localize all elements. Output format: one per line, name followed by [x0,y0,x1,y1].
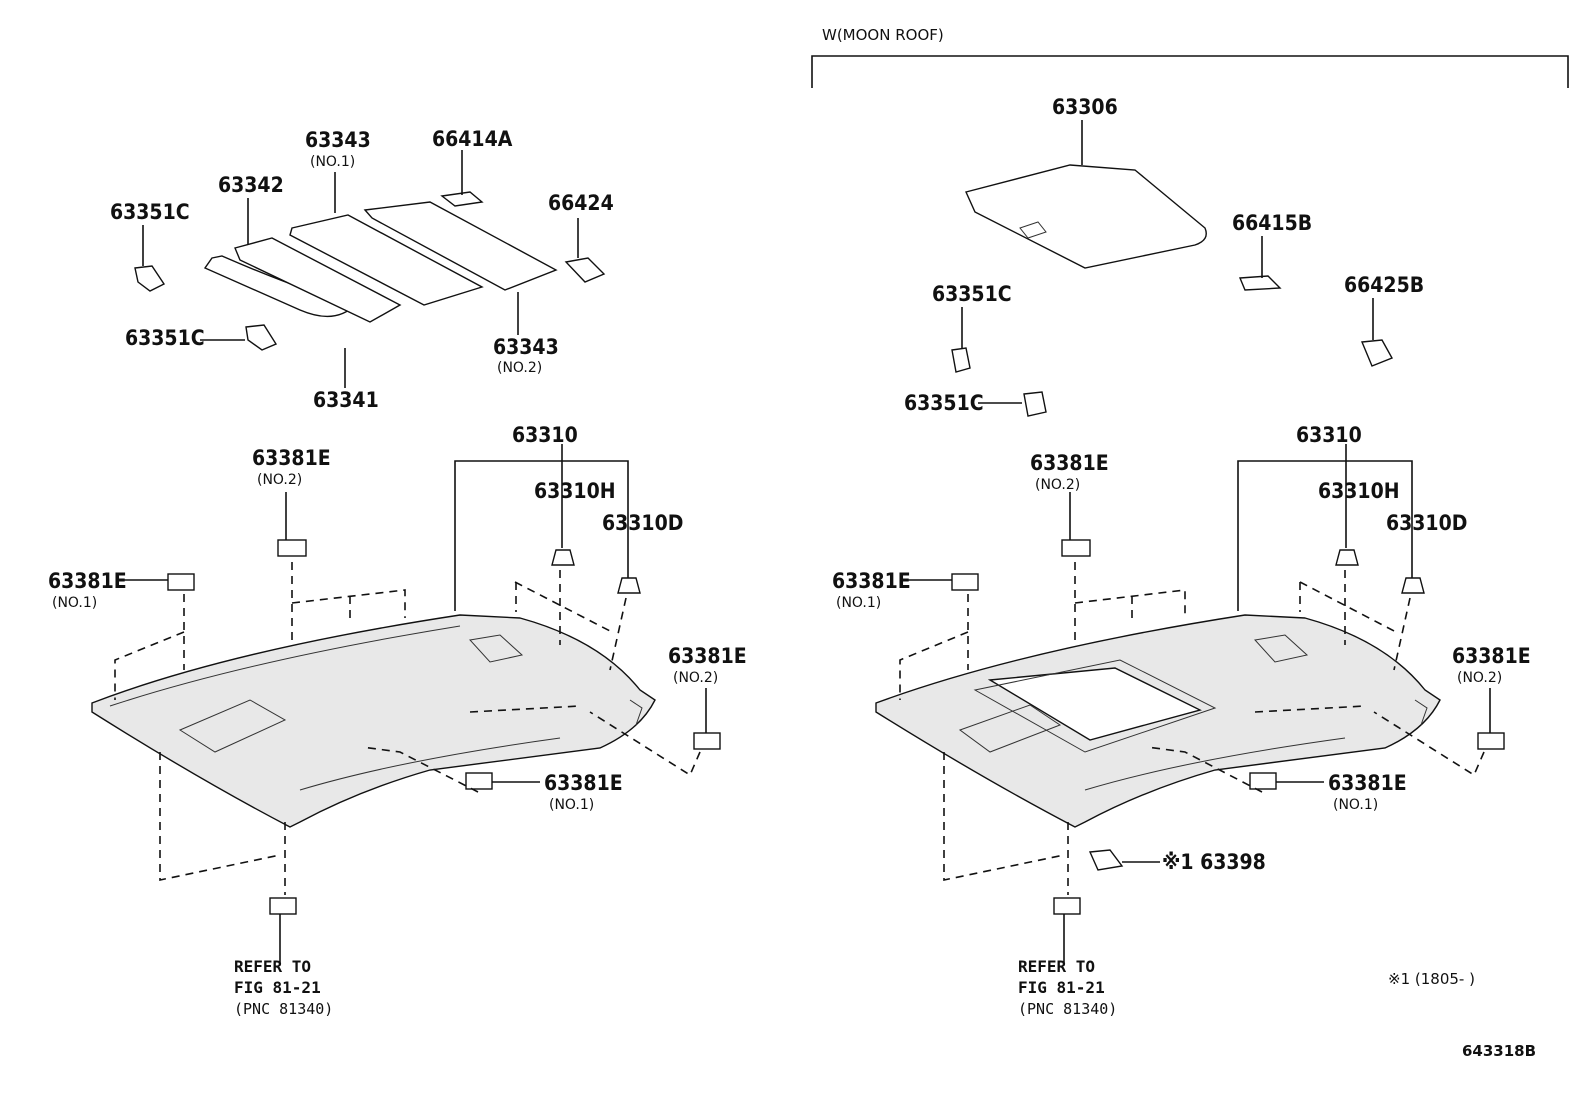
moon-roof-bracket [811,55,1569,88]
label-63381e-no1-bottom-sub: (NO.1) [549,797,594,813]
label-63343-no1-sub: (NO.1) [310,154,355,170]
part-66424-shape [564,257,606,283]
part-63351c-mid-shape [245,324,278,351]
label-63310: 63310 [512,423,578,447]
label-66424: 66424 [548,191,614,215]
part-63351c-r-top-shape [951,347,971,373]
r-clip-63310d [1401,577,1425,594]
refer-right-line3: (PNC 81340) [1018,1000,1117,1018]
moon-roof-label: W(MOON ROOF) [822,26,944,44]
label-63381e-no2-right-sub: (NO.2) [673,670,718,686]
part-63343-no2-shape [363,201,558,291]
part-66425b-shape [1360,339,1393,367]
part-63343-no1-shape [289,214,484,306]
r-label-63398: ※1 63398 [1162,850,1266,874]
part-63342-shape [234,237,402,323]
part-66415b-shape [1238,275,1282,291]
right-headliner-group [875,444,1505,962]
r-label-63381e-no2-right-sub: (NO.2) [1457,670,1502,686]
left-insulator-group [134,150,606,388]
r-label-63310h: 63310H [1318,479,1400,503]
clip-63381e-no2-top [277,539,307,557]
r-part-63398 [1088,849,1124,871]
label-63342: 63342 [218,173,284,197]
refer-right-line1: REFER TO [1018,957,1095,976]
label-63381e-no2-top-sub: (NO.2) [257,472,302,488]
label-66415b: 66415B [1232,211,1312,235]
label-63351c-mid: 63351C [125,326,205,350]
refer-left-line2: FIG 81-21 [234,978,321,997]
r-clip-63310h [1335,549,1359,566]
part-63351c-top-shape [134,265,166,292]
label-63351c-top: 63351C [110,200,190,224]
footnote: ※1 (1805- ) [1388,970,1475,988]
r-label-63381e-no2-top: 63381E [1030,451,1109,475]
clip-63381e-no1-left [167,573,195,591]
refer-right-line2: FIG 81-21 [1018,978,1105,997]
part-63306-shape [965,164,1207,269]
label-63381e-no2-top: 63381E [252,446,331,470]
r-label-63381e-no1-bottom-sub: (NO.1) [1333,797,1378,813]
label-63310d: 63310D [602,511,683,535]
r-clip-63381e-no2-right [1477,732,1505,750]
sunroof-opening [987,667,1202,741]
left-headliner-group [91,444,721,962]
label-63343-no2: 63343 [493,335,559,359]
label-66414a: 66414A [432,127,513,151]
part-63351c-r-mid-shape [1023,391,1047,417]
label-63306: 63306 [1052,95,1118,119]
part-63341-shape [203,255,357,318]
r-clip-63381e-no1-bottom [1249,772,1277,790]
clip-63310h [551,549,575,566]
r-clip-63381e-no1-left [951,573,979,591]
right-insulator-group [951,120,1393,417]
label-63341: 63341 [313,388,379,412]
label-63381e-no1-left-sub: (NO.1) [52,595,97,611]
part-66414a-shape [440,191,484,207]
label-63381e-no1-bottom: 63381E [544,771,623,795]
r-label-63381e-no1-left-sub: (NO.1) [836,595,881,611]
r-label-63310: 63310 [1296,423,1362,447]
refer-left-line1: REFER TO [234,957,311,976]
label-63343-no2-sub: (NO.2) [497,360,542,376]
label-63381e-no1-left: 63381E [48,569,127,593]
r-clip-refer [1053,897,1081,915]
label-63343-no1: 63343 [305,128,371,152]
label-63310h: 63310H [534,479,616,503]
r-label-63310d: 63310D [1386,511,1467,535]
label-63351c-r-top: 63351C [932,282,1012,306]
left-headliner-shape [91,614,656,828]
r-label-63381e-no2-right: 63381E [1452,644,1531,668]
clip-refer-left [269,897,297,915]
clip-63381e-no1-bottom [465,772,493,790]
clip-63381e-no2-right [693,732,721,750]
clip-63310d [617,577,641,594]
r-label-63381e-no1-bottom: 63381E [1328,771,1407,795]
r-label-63381e-no1-left: 63381E [832,569,911,593]
label-63381e-no2-right: 63381E [668,644,747,668]
r-clip-63381e-no2-top [1061,539,1091,557]
label-66425b: 66425B [1344,273,1424,297]
label-63351c-r-mid: 63351C [904,391,984,415]
diagram-number: 643318B [1462,1042,1536,1060]
refer-left-line3: (PNC 81340) [234,1000,333,1018]
r-label-63381e-no2-top-sub: (NO.2) [1035,477,1080,493]
